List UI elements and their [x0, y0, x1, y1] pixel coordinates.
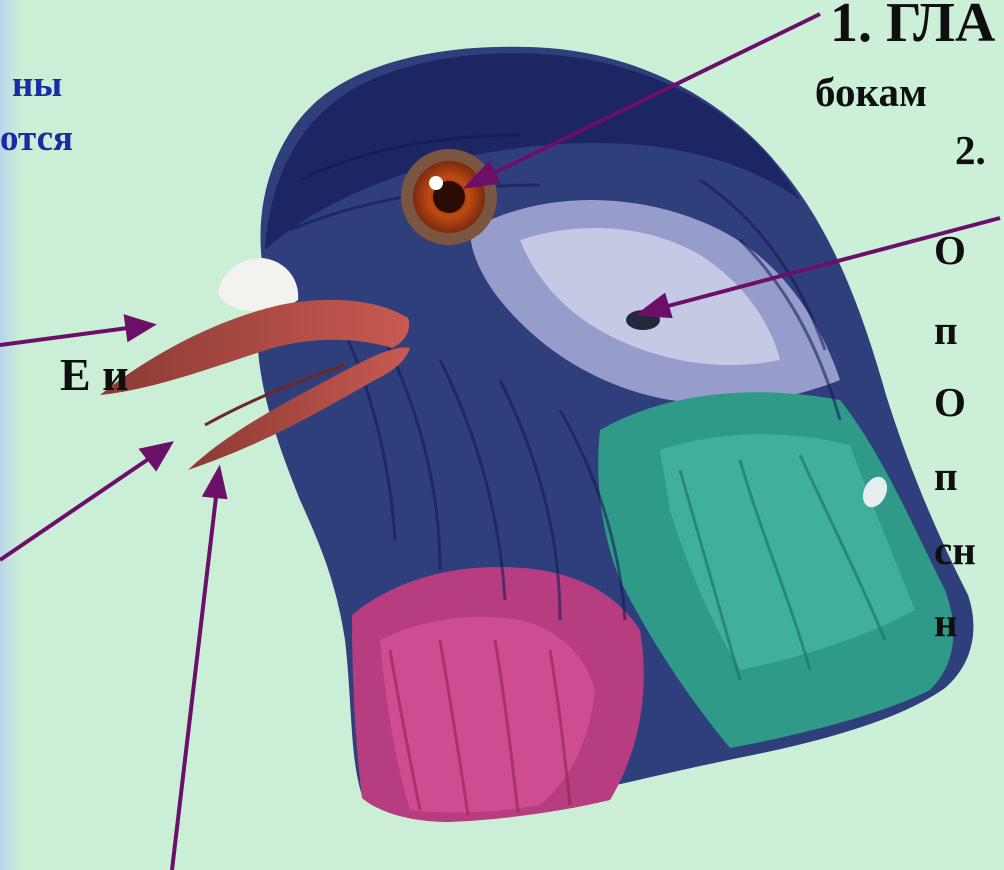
left-label-top: ны — [12, 66, 62, 103]
eye-label-title: 1. ГЛА — [830, 0, 995, 51]
right-label-line: п — [934, 456, 958, 497]
eye-highlight — [429, 176, 443, 190]
arrow-mouth — [0, 444, 170, 560]
right-label-line: п — [934, 310, 958, 351]
right-label-line: О — [934, 382, 966, 423]
right-label-line: сн — [934, 530, 976, 571]
arrow-lower-beak — [172, 470, 225, 870]
eye-label-sub: бокам — [815, 72, 927, 113]
right-label-line: О — [934, 230, 966, 271]
left-label-e: Е и — [60, 352, 129, 398]
right-label-line: н — [934, 602, 958, 643]
ear-label-num: 2. — [955, 130, 986, 171]
left-label-mid: отся — [0, 120, 73, 157]
right-label-column: О п О п сн н — [934, 230, 1004, 680]
arrow-upper-beak — [0, 317, 152, 345]
